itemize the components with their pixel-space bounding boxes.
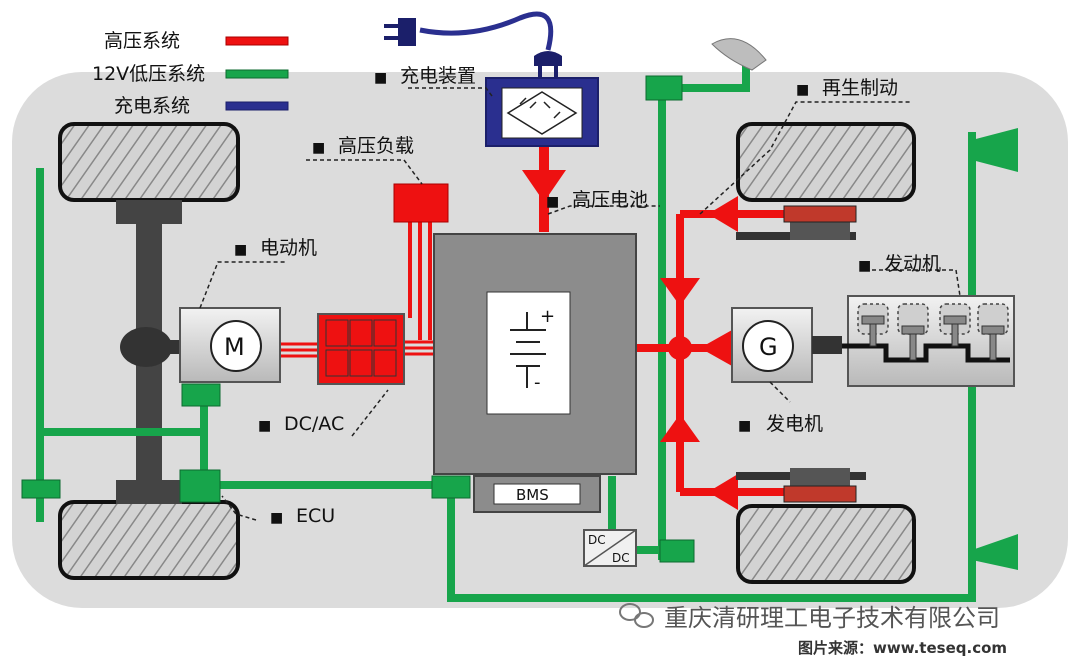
ecu-box [179, 469, 221, 503]
dcdc-top-label: DC [588, 533, 606, 547]
charge-cable [419, 11, 554, 51]
battery-plus: + [540, 306, 555, 327]
charger-box [485, 77, 599, 147]
bullet-engine: ■ [858, 258, 871, 274]
bullet-ecu: ■ [270, 510, 283, 526]
regen-brake-front [736, 205, 857, 240]
bullet-regen: ■ [796, 82, 809, 98]
lamp-bottom-right [972, 534, 1018, 570]
motor-unit [179, 307, 281, 383]
bullet-generator: ■ [738, 418, 751, 434]
legend-charge-swatch [225, 101, 289, 111]
legend-hv-swatch [225, 36, 289, 46]
generator-unit [731, 307, 842, 383]
front-right-wheel [736, 122, 916, 202]
wechat-icon [619, 603, 654, 628]
side-mirror [711, 38, 767, 71]
bullet-motor: ■ [234, 242, 247, 258]
dcac-label: DC/AC [284, 413, 344, 435]
motor-symbol: M [224, 333, 245, 361]
motor-label: 电动机 [260, 237, 317, 259]
regen-label: 再生制动 [822, 77, 898, 99]
lamp-top-right [972, 128, 1018, 172]
generator-symbol: G [759, 333, 778, 361]
engine-unit [842, 295, 1015, 387]
generator-label: 发电机 [766, 413, 823, 435]
bullet-charger: ■ [374, 70, 387, 86]
socket-icon [534, 51, 562, 78]
hv-battery [433, 233, 637, 475]
leader-lines [199, 87, 961, 521]
bullet-dcac: ■ [258, 418, 271, 434]
dcdc-bottom-label: DC [612, 551, 630, 565]
bullet-hv-load: ■ [312, 140, 325, 156]
legend-lv-swatch [225, 69, 289, 79]
hv-load-box [393, 183, 449, 223]
ecu-label: ECU [296, 505, 335, 527]
legend-hv-label: 高压系统 [104, 30, 180, 52]
legend: 高压系统 12V低压系统 充电系统 [92, 30, 289, 117]
hv-load-label: 高压负载 [338, 135, 414, 157]
differential [120, 327, 172, 367]
plug-icon [384, 18, 416, 46]
regen-brake-rear [736, 468, 866, 503]
front-left-wheel [58, 122, 240, 202]
watermark-company: 重庆清研理工电子技术有限公司 [664, 604, 1000, 632]
engine-label: 发动机 [884, 253, 941, 275]
bms-label: BMS [516, 486, 549, 504]
image-source: 图片来源：www.teseq.com [798, 639, 1007, 657]
legend-lv-label: 12V低压系统 [92, 63, 205, 85]
power-flow-arrows [522, 170, 738, 510]
rear-left-wheel [58, 500, 240, 580]
battery-minus: - [534, 372, 541, 393]
rear-right-wheel [736, 504, 916, 584]
dcdc-converter [583, 529, 637, 567]
legend-charge-label: 充电系统 [114, 95, 190, 117]
charger-label: 充电装置 [400, 65, 476, 87]
inverter-box [317, 313, 405, 385]
bullet-battery: ■ [546, 194, 559, 210]
hv-battery-label: 高压电池 [572, 189, 648, 211]
